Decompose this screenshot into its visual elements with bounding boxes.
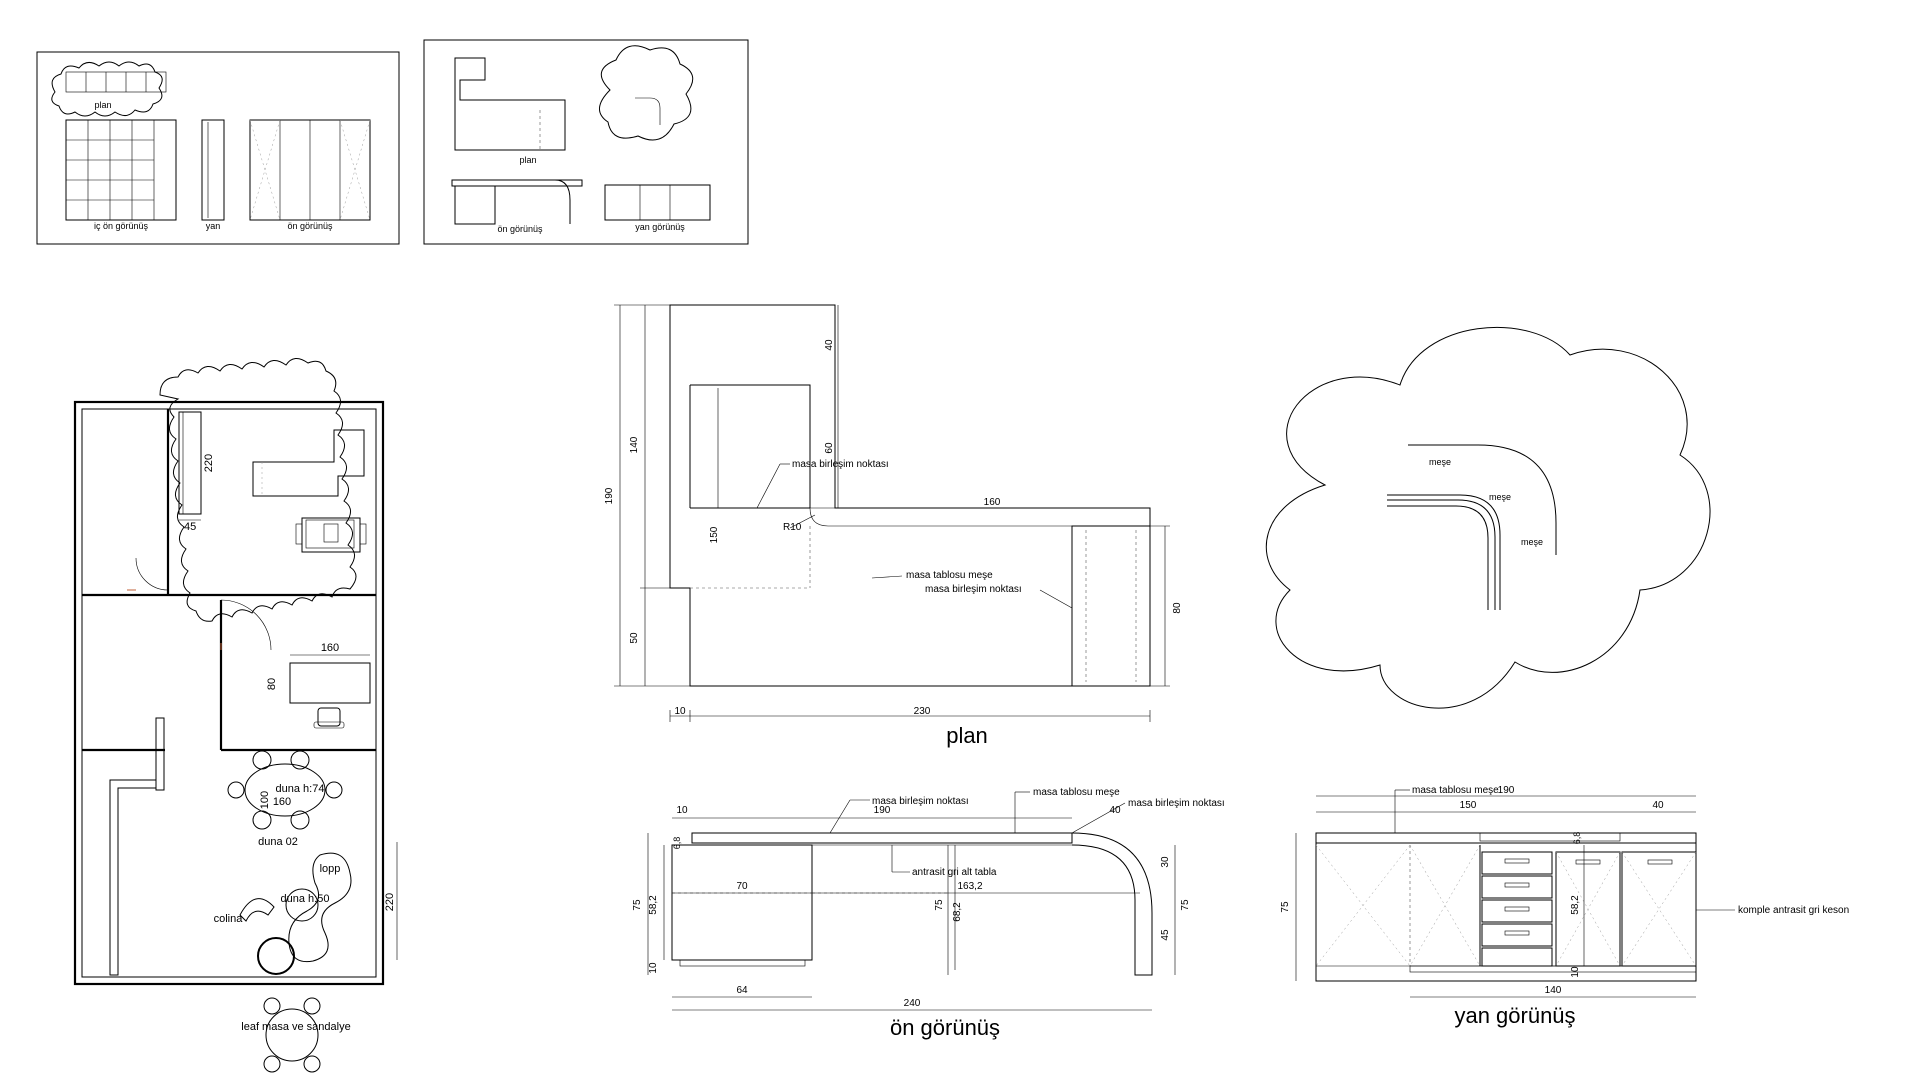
plan-dim-230: 230: [914, 706, 931, 717]
front-dim-75a: 75: [632, 899, 643, 911]
side-cabinet-label: komple antrasit gri keson: [1738, 905, 1849, 916]
thumb-left-side-label: yan: [206, 221, 221, 231]
thumb-right-front-label: ön görünüş: [497, 224, 543, 234]
side-dim-6-8: 6,8: [1572, 832, 1582, 845]
corner-detail: meşe meşe meşe: [1266, 327, 1711, 709]
detail-label-3: meşe: [1521, 537, 1543, 547]
fp-dim-45: 45: [184, 521, 196, 533]
plan-dim-80: 80: [1172, 602, 1183, 614]
plan-dim-60: 60: [824, 442, 835, 454]
detail-label-1: meşe: [1429, 457, 1451, 467]
thumb-left-plan-label: plan: [94, 100, 111, 110]
front-dim-30: 30: [1160, 856, 1171, 868]
fp-dim-220-right: 220: [384, 893, 396, 911]
fp-dim-220-top: 220: [203, 454, 215, 472]
fp-colina: colina: [214, 913, 244, 925]
plan-dim-150: 150: [709, 526, 720, 543]
plan-dim-40: 40: [824, 339, 835, 351]
front-dim-10b: 10: [648, 962, 659, 974]
side-dim-40: 40: [1652, 800, 1664, 811]
front-dim-58-2: 58,2: [648, 895, 659, 915]
front-dim-45: 45: [1160, 929, 1171, 941]
side-title: yan görünüş: [1454, 1003, 1575, 1028]
front-dim-64: 64: [736, 985, 748, 996]
fp-table-width: 160: [273, 796, 291, 808]
front-dim-75c: 75: [1180, 899, 1191, 911]
floor-plan: 220 45 160 80 duna h:74 160 100 duna 02 …: [73, 358, 398, 1073]
front-joint-b: masa birleşim noktası: [1128, 798, 1225, 809]
plan-joint-1: masa birleşim noktası: [792, 459, 889, 470]
front-bottom-label: antrasit gri alt tabla: [912, 867, 997, 878]
plan-dim-50: 50: [629, 632, 640, 644]
front-dim-163-2: 163,2: [957, 881, 982, 892]
thumb-right-plan-label: plan: [519, 155, 536, 165]
fp-dim-160: 160: [321, 642, 339, 654]
side-dim-150: 150: [1460, 800, 1477, 811]
fp-duna-74: duna h:74: [276, 783, 325, 795]
plan-dim-190: 190: [604, 487, 615, 504]
plan-dim-140: 140: [629, 436, 640, 453]
side-dim-140: 140: [1545, 985, 1562, 996]
side-top-label: masa tablosu meşe: [1412, 785, 1499, 796]
front-top-label: masa tablosu meşe: [1033, 787, 1120, 798]
thumb-left-inner-front-label: iç ön görünüş: [94, 221, 149, 231]
plan-dim-160: 160: [984, 497, 1001, 508]
thumb-right-side-label: yan görünüş: [635, 222, 685, 232]
plan-top-label: masa tablosu meşe: [906, 570, 993, 581]
plan-radius: R10: [783, 522, 802, 533]
fp-dim-80: 80: [266, 678, 278, 690]
front-dim-10: 10: [676, 805, 688, 816]
thumbnail-wardrobe-sheet: plan iç ön görünüş yan ön görünüş: [36, 51, 400, 245]
front-dim-75b: 75: [934, 899, 945, 911]
front-dim-6-8: 6,8: [672, 837, 682, 850]
side-dim-10: 10: [1570, 966, 1581, 978]
plan-view: 190 140 50 40 60 150 160 80 10 230 R10 m…: [604, 304, 1183, 748]
thumb-left-front-label: ön görünüş: [287, 221, 333, 231]
thumbnail-desk-sheet: plan ön görünüş yan görünüş: [423, 39, 749, 245]
front-joint-a: masa birleşim noktası: [872, 796, 969, 807]
side-dim-75: 75: [1280, 901, 1291, 913]
plan-title: plan: [946, 723, 988, 748]
front-dim-240: 240: [904, 998, 921, 1009]
fp-lopp: lopp: [320, 863, 341, 875]
fp-leaf-label: leaf masa ve sandalye: [241, 1021, 350, 1033]
front-title: ön görünüş: [890, 1015, 1000, 1040]
detail-label-2: meşe: [1489, 492, 1511, 502]
side-dim-58-2: 58,2: [1570, 895, 1581, 915]
fp-duna-50: duna h:50: [281, 893, 330, 905]
plan-dim-10: 10: [674, 706, 686, 717]
fp-table-depth: 100: [259, 791, 271, 809]
plan-joint-2: masa birleşim noktası: [925, 584, 1022, 595]
front-dim-70: 70: [736, 881, 748, 892]
front-dim-190: 190: [874, 805, 891, 816]
side-view: 190 150 40 75 6,8 58,2 10 140 masa tablo…: [1280, 785, 1849, 1028]
fp-duna-02: duna 02: [258, 836, 298, 848]
side-dim-190: 190: [1498, 785, 1515, 796]
front-dim-40: 40: [1109, 805, 1121, 816]
front-view: 10 190 40 6,8 75 58,2 10 70 163,2 75 68,…: [632, 787, 1225, 1040]
front-dim-68-2: 68,2: [952, 902, 963, 922]
